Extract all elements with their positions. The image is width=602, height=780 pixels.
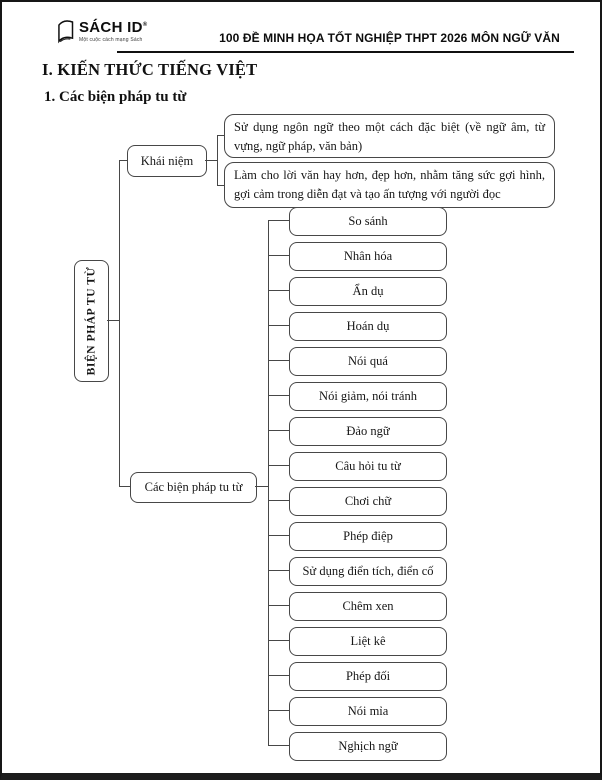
device-box-liet-ke: Liệt kê: [289, 627, 447, 656]
connector-item-4: [268, 325, 289, 326]
connector-to-definition-2: [217, 185, 224, 186]
sachid-logo: SÁCH ID® Một cuộc cách mạng Sách: [55, 17, 148, 46]
trunk-main-vertical: [119, 160, 120, 487]
connector-to-definition-1: [217, 135, 224, 136]
connector-item-12: [268, 605, 289, 606]
device-box-noi-giam-noi-tranh: Nói giảm, nói tránh: [289, 382, 447, 411]
connector-item-11: [268, 570, 289, 571]
connector-item-13: [268, 640, 289, 641]
concept-node: Khái niệm: [127, 145, 207, 177]
device-box-noi-qua: Nói quá: [289, 347, 447, 376]
logo-tagline: Một cuộc cách mạng Sách: [79, 37, 143, 43]
connector-trunk-to-devices: [119, 486, 130, 487]
connector-trunk-to-concept: [119, 160, 127, 161]
book-logo-icon: [58, 20, 74, 44]
connector-item-15: [268, 710, 289, 711]
device-box-nghich-ngu: Nghịch ngữ: [289, 732, 447, 761]
connector-item-9: [268, 500, 289, 501]
device-box-an-du: Ẩn dụ: [289, 277, 447, 306]
device-box-so-sanh: So sánh: [289, 207, 447, 236]
registered-mark: ®: [142, 22, 148, 28]
bracket-definitions-vertical: [217, 135, 218, 186]
devices-node: Các biện pháp tu từ: [130, 472, 257, 503]
device-box-phep-diep: Phép điệp: [289, 522, 447, 551]
device-box-noi-mia: Nói mỉa: [289, 697, 447, 726]
connector-item-5: [268, 360, 289, 361]
device-box-phep-doi: Phép đối: [289, 662, 447, 691]
root-node-label: BIỆN PHÁP TU TỪ: [85, 266, 98, 376]
definition-box-1: Sử dụng ngôn ngữ theo một cách đặc biệt …: [224, 114, 555, 158]
root-node-bien-phap-tu-tu: BIỆN PHÁP TU TỪ: [74, 260, 109, 382]
connector-devices-to-trunk: [255, 486, 268, 487]
device-box-dien-tich-dien-co: Sử dụng điển tích, điển cố: [289, 557, 447, 586]
connector-root-to-trunk: [107, 320, 119, 321]
connector-item-1: [268, 220, 289, 221]
connector-item-3: [268, 290, 289, 291]
connector-item-2: [268, 255, 289, 256]
section-heading: I. KIẾN THỨC TIẾNG VIỆT: [42, 60, 258, 79]
connector-concept-to-bracket: [205, 160, 217, 161]
connector-item-6: [268, 395, 289, 396]
connector-item-8: [268, 465, 289, 466]
device-box-cau-hoi-tu-tu: Câu hỏi tu từ: [289, 452, 447, 481]
trunk-devices-vertical: [268, 220, 269, 746]
connector-item-7: [268, 430, 289, 431]
device-box-chem-xen: Chêm xen: [289, 592, 447, 621]
device-box-nhan-hoa: Nhân hóa: [289, 242, 447, 271]
connector-item-10: [268, 535, 289, 536]
connector-item-14: [268, 675, 289, 676]
connector-item-16: [268, 745, 289, 746]
logo-name-text: SÁCH ID: [79, 19, 143, 36]
header-divider: [117, 51, 574, 53]
device-box-dao-ngu: Đảo ngữ: [289, 417, 447, 446]
logo-text-block: SÁCH ID® Một cuộc cách mạng Sách: [79, 17, 148, 44]
logo-wordmark: SÁCH ID®: [79, 17, 148, 36]
definition-box-2: Làm cho lời văn hay hơn, đẹp hơn, nhằm t…: [224, 162, 555, 208]
device-box-hoan-du: Hoán dụ: [289, 312, 447, 341]
subsection-heading: 1. Các biện pháp tu từ: [44, 89, 187, 105]
device-box-choi-chu: Chơi chữ: [289, 487, 447, 516]
page-header-title: 100 ĐỀ MINH HỌA TỐT NGHIỆP THPT 2026 MÔN…: [219, 31, 560, 45]
